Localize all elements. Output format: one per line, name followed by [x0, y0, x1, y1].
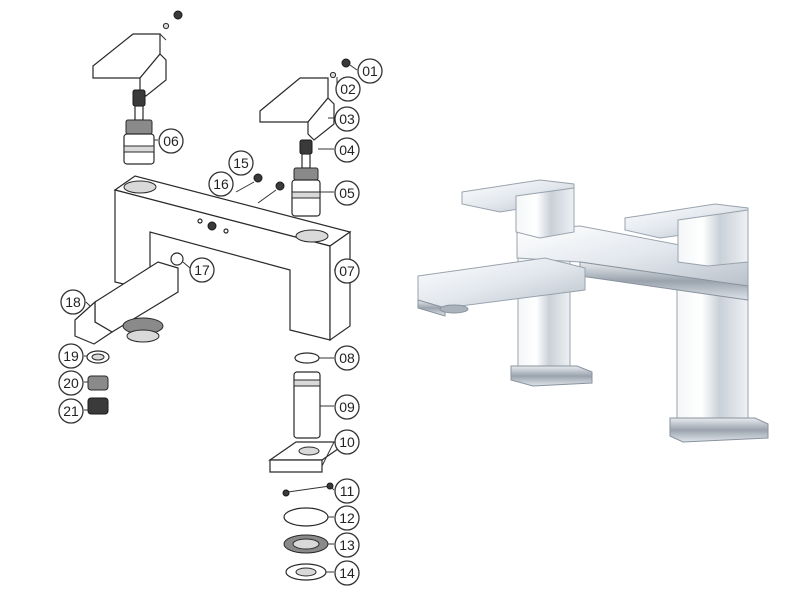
svg-text:17: 17	[194, 262, 210, 278]
callout-07: 07	[334, 258, 360, 284]
svg-text:10: 10	[339, 434, 355, 450]
callout-06: 06	[158, 128, 184, 154]
right-cartridge	[291, 139, 321, 217]
svg-text:13: 13	[339, 537, 355, 553]
svg-text:21: 21	[63, 403, 79, 419]
callout-09: 09	[334, 394, 360, 420]
svg-text:08: 08	[339, 350, 355, 366]
svg-text:04: 04	[339, 142, 355, 158]
svg-text:06: 06	[163, 133, 179, 149]
callout-20: 20	[58, 370, 84, 396]
exploded-view: 01 02 03 04 05 06 07 08 09 10 11 12 13 1…	[58, 10, 383, 586]
spout	[74, 252, 184, 345]
callout-18: 18	[60, 289, 86, 315]
aerator-parts	[86, 350, 110, 415]
callout-02: 02	[335, 76, 361, 102]
tap-body	[113, 175, 352, 342]
callout-21: 21	[58, 398, 84, 424]
callout-03: 03	[334, 106, 360, 132]
svg-text:16: 16	[213, 176, 229, 192]
svg-text:02: 02	[340, 81, 356, 97]
callout-19: 19	[58, 343, 84, 369]
callout-05: 05	[334, 180, 360, 206]
svg-text:18: 18	[65, 294, 81, 310]
callout-16: 16	[208, 171, 234, 197]
svg-text:11: 11	[340, 483, 355, 499]
right-lever-handle	[259, 58, 351, 141]
mounting-kit	[268, 352, 350, 581]
callout-15: 15	[228, 150, 254, 176]
callout-11: 11	[334, 478, 360, 504]
callout-13: 13	[334, 532, 360, 558]
svg-text:19: 19	[63, 348, 79, 364]
svg-text:03: 03	[339, 111, 355, 127]
callout-14: 14	[334, 560, 360, 586]
callout-04: 04	[334, 137, 360, 163]
svg-text:09: 09	[339, 399, 355, 415]
svg-text:12: 12	[339, 510, 355, 526]
grub-screws	[235, 173, 285, 204]
svg-text:07: 07	[339, 263, 355, 279]
svg-text:14: 14	[339, 565, 355, 581]
svg-text:20: 20	[63, 375, 79, 391]
left-lever-handle	[92, 10, 183, 97]
callout-12: 12	[334, 505, 360, 531]
svg-text:05: 05	[339, 185, 355, 201]
callout-08: 08	[334, 345, 360, 371]
product-photo-bath-filler	[417, 179, 769, 443]
svg-text:15: 15	[233, 155, 249, 171]
callout-17: 17	[189, 257, 215, 283]
left-cartridge	[123, 89, 155, 165]
callout-10: 10	[334, 429, 360, 455]
callout-01: 01	[357, 58, 383, 84]
svg-text:01: 01	[362, 63, 378, 79]
